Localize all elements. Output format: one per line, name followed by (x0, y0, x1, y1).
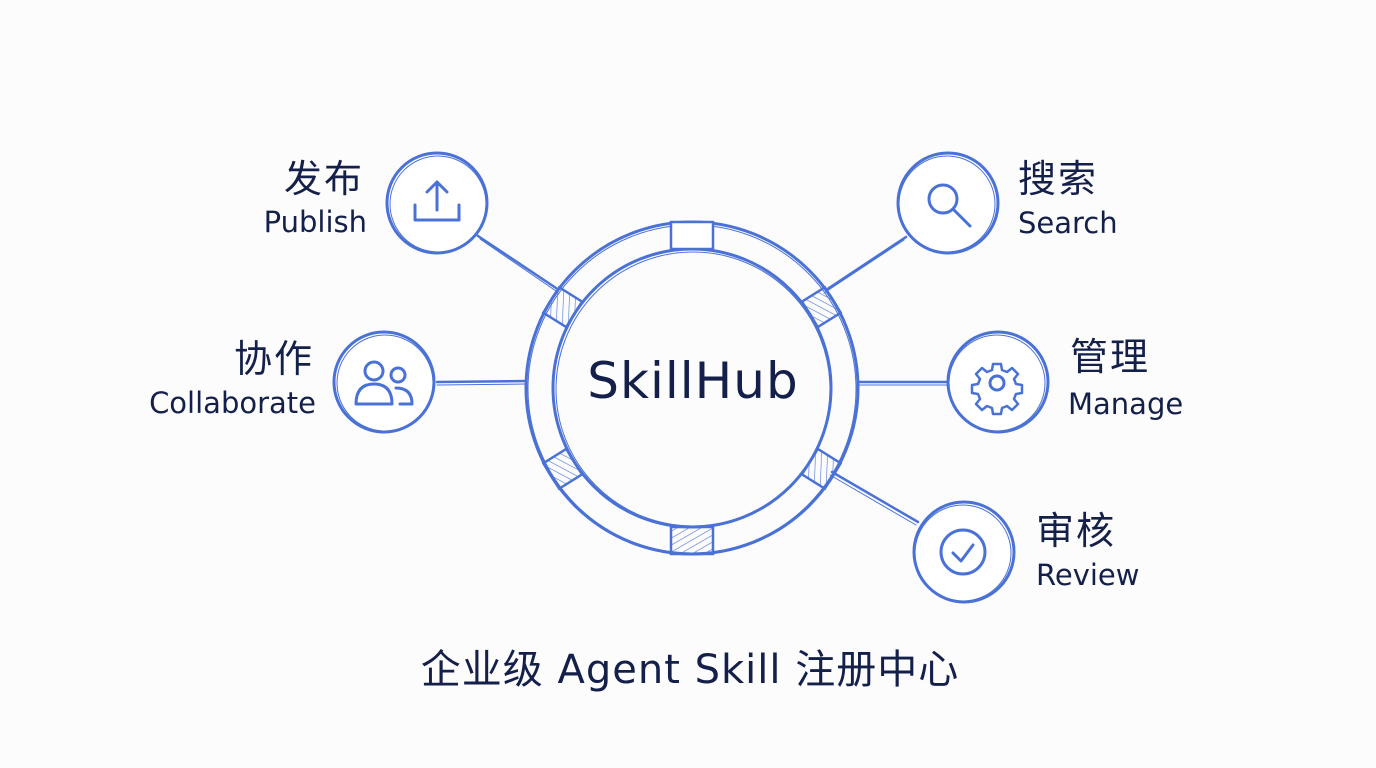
connector-review (830, 470, 920, 524)
label-review-cn: 审核 (1036, 509, 1117, 553)
node-manage (946, 330, 1050, 434)
label-collaborate-en: Collaborate (149, 386, 316, 420)
users-icon (354, 360, 414, 406)
hub-title: SkillHub (587, 352, 799, 410)
label-manage-en: Manage (1068, 387, 1184, 421)
label-search-en: Search (1018, 206, 1118, 240)
feature-nodes (332, 151, 1050, 604)
label-publish-cn: 发布 (283, 157, 364, 201)
connector-publish (476, 234, 558, 290)
label-publish-en: Publish (263, 205, 367, 239)
upload-icon (413, 180, 461, 222)
hub-ring-segments (541, 220, 843, 556)
connector-lines (435, 234, 950, 526)
label-search-cn: 搜索 (1018, 157, 1099, 201)
node-search (896, 151, 1000, 255)
gear-icon (970, 362, 1024, 416)
label-manage-cn: 管理 (1070, 335, 1151, 379)
label-review-en: Review (1036, 558, 1140, 592)
node-collaborate (332, 330, 436, 434)
search-icon (927, 183, 972, 228)
label-collaborate-cn: 协作 (233, 337, 314, 381)
connector-search (824, 235, 908, 292)
check-circle-icon (939, 528, 987, 576)
connector-collaborate (435, 379, 528, 384)
node-review (912, 500, 1016, 604)
tagline: 企业级 Agent Skill 注册中心 (420, 647, 960, 693)
